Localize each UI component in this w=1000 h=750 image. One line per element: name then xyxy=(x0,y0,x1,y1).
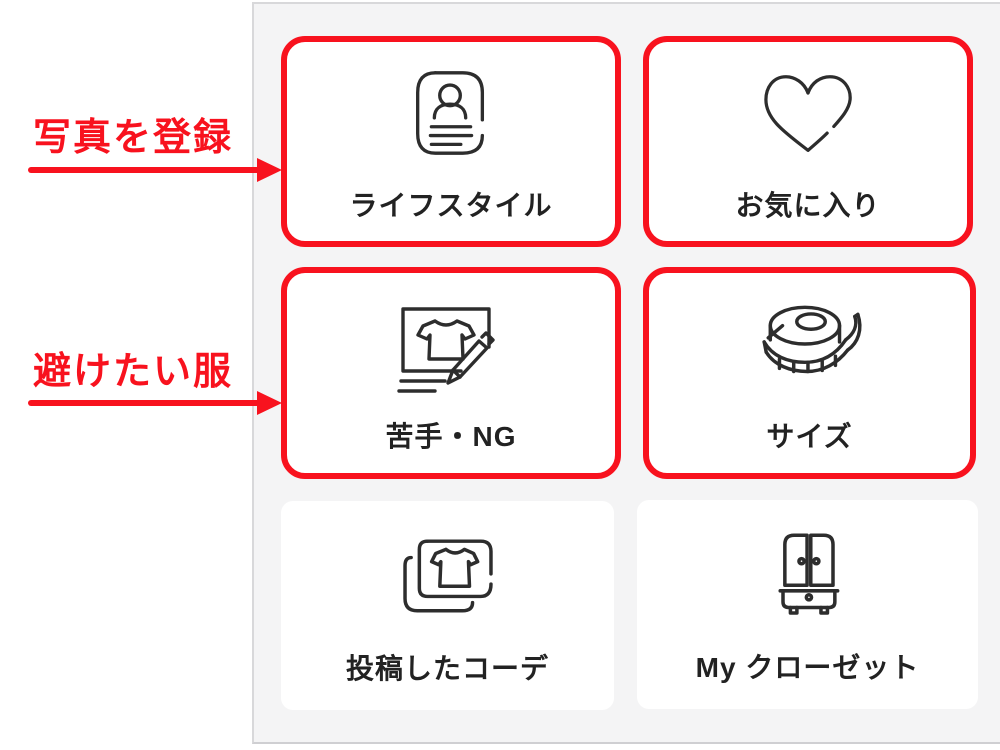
card-posted-outfits[interactable]: 投稿したコーデ xyxy=(281,501,614,710)
card-size[interactable]: サイズ xyxy=(643,267,976,479)
card-dislikes-ng[interactable]: 苦手・NG xyxy=(281,267,621,479)
card-favorites[interactable]: お気に入り xyxy=(643,36,973,247)
heart-icon xyxy=(758,64,858,164)
annotation-arrowhead-register-photos xyxy=(257,158,282,182)
annotation-arrow-register-photos xyxy=(28,167,260,173)
card-lifestyle[interactable]: ライフスタイル xyxy=(281,36,621,247)
card-label-size: サイズ xyxy=(766,421,853,452)
outfit-photos-icon xyxy=(396,527,500,627)
id-card-icon xyxy=(402,64,500,164)
card-label-lifestyle: ライフスタイル xyxy=(349,190,553,221)
tshirt-edit-icon xyxy=(389,295,513,395)
card-my-closet[interactable]: My クローゼット xyxy=(637,500,978,709)
measuring-tape-icon xyxy=(754,295,866,395)
closet-icon xyxy=(766,526,850,626)
annotation-register-photos: 写真を登録 xyxy=(33,117,234,159)
annotation-arrow-clothes-to-avoid xyxy=(28,400,260,406)
card-label-posted-outfits: 投稿したコーデ xyxy=(345,653,549,684)
card-label-my-closet: My クローゼット xyxy=(695,652,920,683)
annotation-arrowhead-clothes-to-avoid xyxy=(257,391,282,415)
card-label-favorites: お気に入り xyxy=(735,190,881,221)
annotation-clothes-to-avoid: 避けたい服 xyxy=(33,351,234,393)
card-label-dislikes-ng: 苦手・NG xyxy=(385,421,517,452)
